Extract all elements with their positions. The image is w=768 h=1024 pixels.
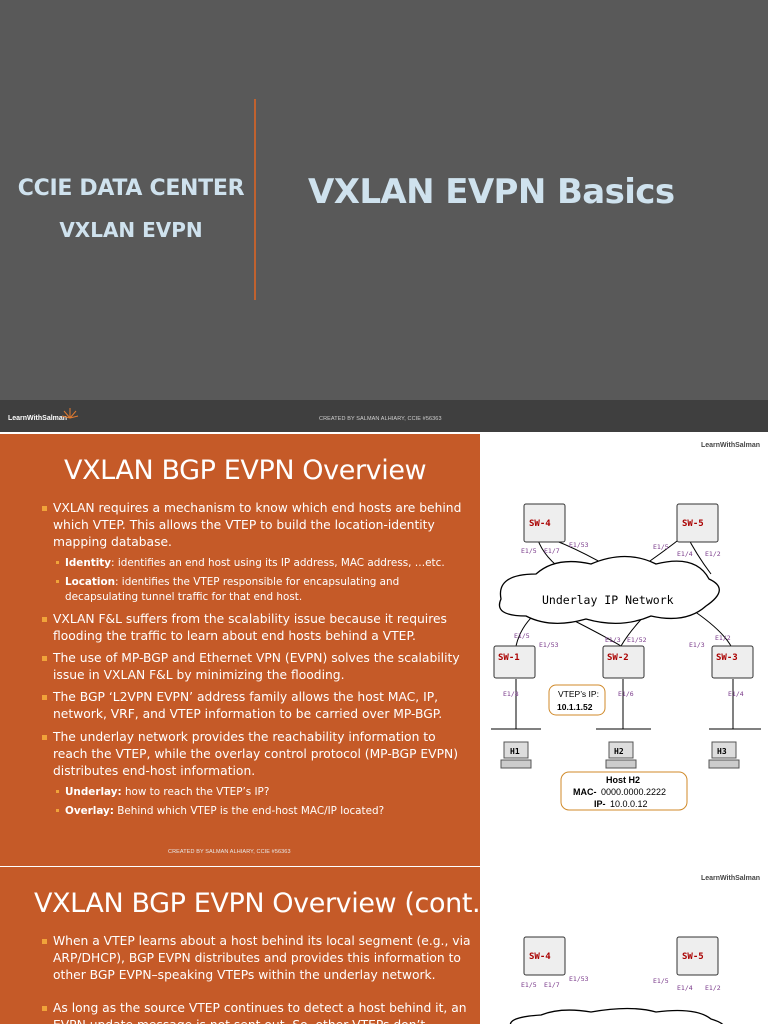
svg-text:SW-1: SW-1 [498,653,520,663]
port-label: E1/2 [705,984,721,992]
overview-cont-title: VXLAN BGP EVPN Overview (cont.) [34,888,480,919]
overview-slide-diagram: LearnWithSalman Underlay IP Network SW-4… [481,434,768,866]
switch-icon: SW-4 [523,503,566,543]
sub-bullet-item: Overlay: Behind which VTEP is the end-ho… [56,804,465,819]
svg-text:SW-5: SW-5 [682,952,704,962]
course-subtitle-line2: VXLAN EVPN [59,218,203,242]
svg-text:10.1.1.52: 10.1.1.52 [557,702,593,712]
vtep-callout: VTEP’s IP: 10.1.1.52 [548,684,606,716]
port-label: E1/7 [544,981,560,989]
overview-slide-text: VXLAN BGP EVPN Overview VXLAN requires a… [0,434,480,866]
sub-bullet-item: Identity: identifies an end host using i… [56,556,465,571]
bullet-item: As long as the source VTEP continues to … [42,1000,473,1024]
svg-text:SW-4: SW-4 [529,952,551,962]
bullet-item: The underlay network provides the reacha… [42,729,473,780]
host-h2-callout: Host H2 MAC- 0000.0000.2222 IP- 10.0.0.1… [560,771,688,811]
port-label: E1/4 [677,984,693,992]
bullet-item: VXLAN F&L suffers from the scalability i… [42,611,473,645]
slide-gap [0,432,768,434]
logo: LearnWithSalman [700,875,760,882]
footer-credit: CREATED BY SALMAN ALHIARY, CCIE #56363 [168,849,291,855]
port-label: E1/5 [521,547,537,555]
cloud-label: Underlay IP Network [542,593,674,607]
port-label: E1/4 [728,690,744,698]
title-divider [254,99,256,300]
port-label: E1/53 [569,975,589,983]
svg-text:0000.0000.2222: 0000.0000.2222 [601,787,666,797]
port-label: E1/8 [503,690,519,698]
bullet-item: The BGP ‘L2VPN EVPN’ address family allo… [42,689,473,723]
bullet-item: The use of MP-BGP and Ethernet VPN (EVPN… [42,650,473,684]
port-label: E1/52 [627,636,647,644]
sub-bullet-item: Underlay: how to reach the VTEP’s IP? [56,785,465,800]
port-label: E1/4 [677,550,693,558]
svg-text:MAC-: MAC- [573,787,597,797]
course-subtitle-line1: CCIE DATA CENTER [17,176,245,201]
port-label: E1/5 [653,977,669,985]
port-label: E1/2 [705,550,721,558]
sunburst-icon [62,408,79,419]
switch-icon: SW-2 [602,645,645,679]
port-label: E1/7 [544,547,560,555]
overview-cont-slide-diagram: LearnWithSalman SW-4 SW-5 E1/5 E1/7 E1/5… [481,867,768,1024]
port-label: E1/6 [618,690,634,698]
port-label: E1/5 [521,981,537,989]
switch-icon: SW-5 [676,936,719,976]
svg-text:Host H2: Host H2 [606,775,640,785]
network-diagram: SW-4 SW-5 E1/5 E1/7 E1/53 E1/5 E1/4 E1/2 [509,936,724,1024]
svg-text:10.0.0.12: 10.0.0.12 [610,799,648,809]
svg-text:SW-4: SW-4 [529,519,551,529]
port-label: E1/53 [569,541,589,549]
port-label: E1/2 [715,634,731,642]
svg-text:SW-5: SW-5 [682,519,704,529]
switch-icon: SW-4 [523,936,566,976]
svg-text:H1: H1 [510,747,520,756]
port-label: E1/3 [605,636,621,644]
overview-title: VXLAN BGP EVPN Overview [64,455,427,486]
footer-credit: CREATED BY SALMAN ALHIARY, CCIE #56363 [319,416,442,422]
svg-text:SW-2: SW-2 [607,653,629,663]
bullet-item: When a VTEP learns about a host behind i… [42,933,473,984]
slide-title: VXLAN EVPN Basics [308,172,675,212]
switch-icon: SW-5 [676,503,719,543]
svg-text:H2: H2 [614,747,624,756]
port-label: E1/3 [689,641,705,649]
host-icon: H1 [500,741,532,769]
title-slide: CCIE DATA CENTER VXLAN EVPN VXLAN EVPN B… [0,0,768,432]
footer-bar [0,400,768,432]
svg-text:IP-: IP- [594,799,606,809]
svg-text:SW-3: SW-3 [716,653,738,663]
svg-text:H3: H3 [717,747,727,756]
port-label: E1/5 [514,632,530,640]
port-label: E1/53 [539,641,559,649]
network-diagram: Underlay IP Network SW-4 SW-5 SW-1 SW-2 … [491,503,761,811]
host-icon: H3 [708,741,740,769]
logo: LearnWithSalman [8,408,79,422]
overview-cont-slide-text: VXLAN BGP EVPN Overview (cont.) When a V… [0,867,480,1024]
logo-text: LearnWithSalman [8,415,68,422]
slide-separator [0,866,768,867]
switch-icon: SW-1 [493,645,536,679]
cloud-shape [498,555,720,624]
svg-text:VTEP’s IP:: VTEP’s IP: [558,689,599,699]
port-label: E1/5 [653,543,669,551]
bullet-item: VXLAN requires a mechanism to know which… [42,500,473,551]
switch-icon: SW-3 [711,645,754,679]
sub-bullet-item: Location: identifies the VTEP responsibl… [56,575,465,604]
host-icon: H2 [605,741,637,769]
logo: LearnWithSalman [700,442,760,449]
